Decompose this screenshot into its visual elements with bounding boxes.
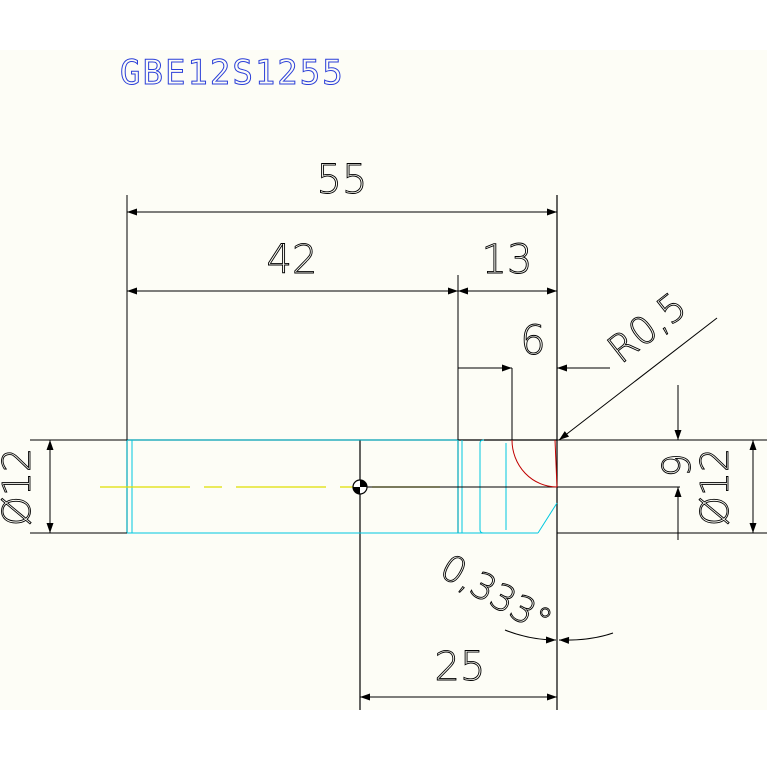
dimension-overall-length: 55 <box>127 157 557 216</box>
dimension-neck-width: 6 <box>458 318 610 372</box>
dimension-tip-length: 13 <box>458 237 557 295</box>
dimension-diameter-left: Ø12 <box>0 440 54 533</box>
label-6-neck: 6 <box>520 318 545 364</box>
label-13: 13 <box>482 237 533 283</box>
datum-symbol <box>352 479 368 495</box>
dimension-datum-length: 25 <box>360 644 557 701</box>
dimension-diameter-right: Ø12 <box>693 440 757 533</box>
part-number-title: GBE12S1255 <box>120 53 345 93</box>
label-dia-12-right: Ø12 <box>693 448 737 526</box>
dimension-half-height: 6 <box>653 385 697 540</box>
label-42: 42 <box>267 237 318 283</box>
drawing-background <box>0 50 767 710</box>
radius-arc <box>511 439 558 488</box>
label-55: 55 <box>317 157 368 203</box>
label-25: 25 <box>435 644 486 690</box>
label-6-height: 6 <box>653 453 697 477</box>
label-dia-12-left: Ø12 <box>0 448 39 526</box>
extension-lines <box>30 195 767 534</box>
dimension-shank-length: 42 <box>127 237 458 295</box>
